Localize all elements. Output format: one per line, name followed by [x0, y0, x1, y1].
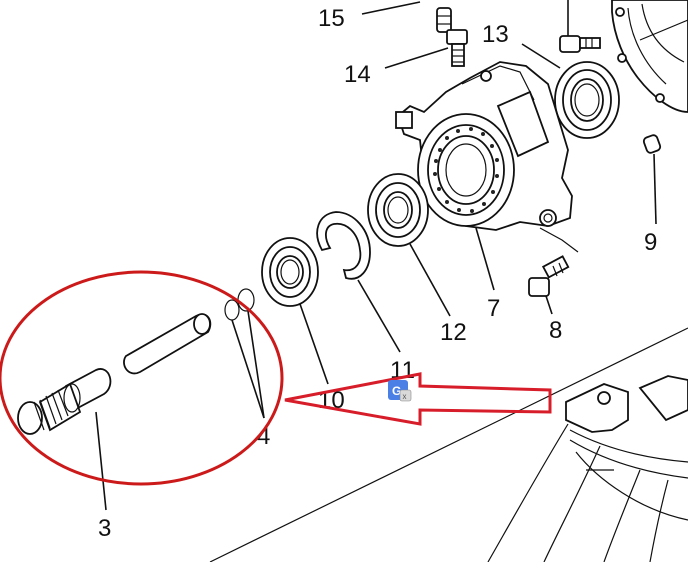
part-9-dowel-pin [642, 134, 662, 225]
part-15-leader [361, 1, 421, 15]
callout-8: 8 [549, 317, 562, 344]
red-highlight-ellipse [0, 270, 284, 486]
callout-7: 7 [487, 295, 500, 322]
part-14-hose-fitting [384, 7, 468, 69]
part-7-bearing-housing [395, 61, 579, 291]
callout-13: 13 [482, 21, 509, 48]
pump-body-lower [487, 375, 688, 562]
part-13-oil-seal [521, 43, 620, 139]
callout-9: 9 [644, 229, 657, 256]
part-11-circlip [316, 211, 401, 353]
callout-3: 3 [98, 515, 111, 542]
diagonal-guide-line [209, 327, 688, 562]
part-4-o-rings [224, 288, 265, 419]
part-3-shaft [17, 313, 212, 511]
google-translate-icon[interactable]: G x [388, 380, 412, 402]
callout-15: 15 [318, 5, 345, 32]
top-bolt [559, 0, 601, 53]
svg-text:G: G [392, 384, 401, 398]
part-12-bearing [367, 173, 451, 317]
red-hollow-arrow [284, 372, 552, 426]
svg-text:x: x [403, 392, 407, 401]
part-8-bolt [528, 255, 570, 315]
callout-14: 14 [344, 61, 371, 88]
callout-12: 12 [440, 319, 467, 346]
part-10-bearing [261, 237, 329, 385]
pump-housing-right [611, 0, 688, 113]
callout-4: 4 [257, 423, 270, 450]
